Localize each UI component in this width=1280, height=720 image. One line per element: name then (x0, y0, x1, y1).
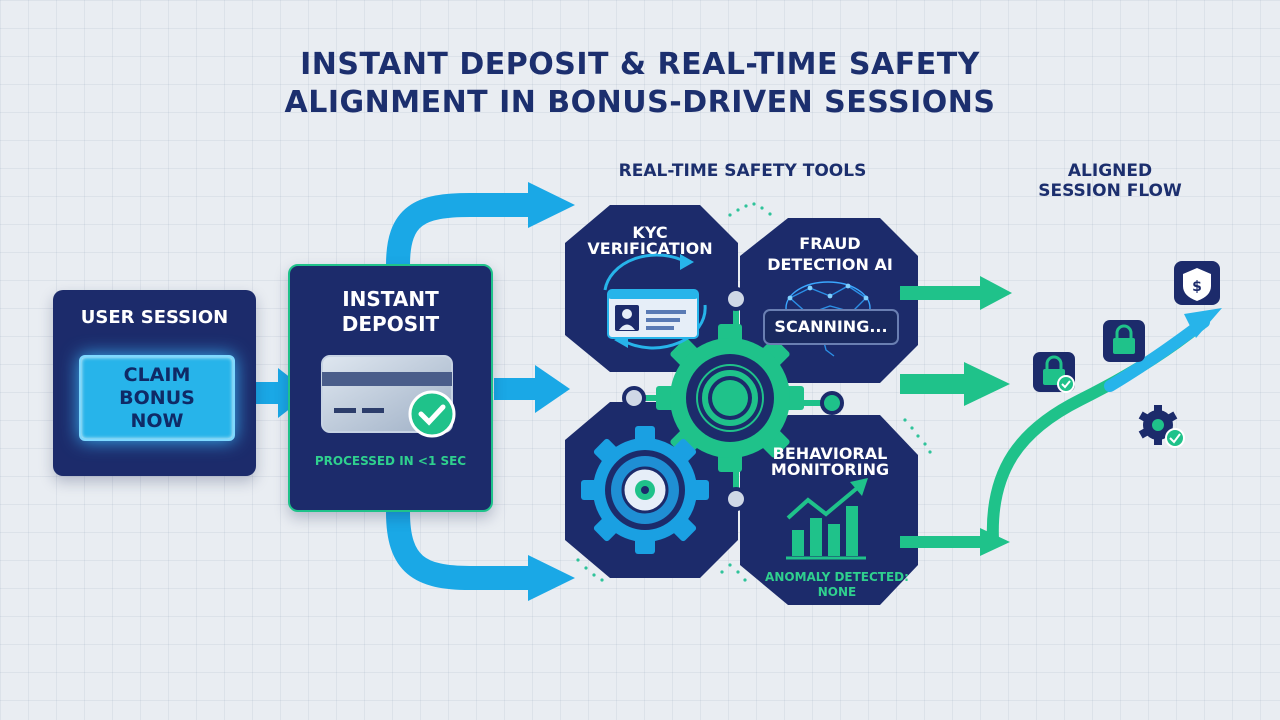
bar-chart-icon (786, 478, 868, 560)
user-session-title: USER SESSION (80, 307, 229, 328)
connector-nodes (622, 287, 844, 511)
checkmark-icon (408, 390, 456, 438)
instant-deposit-title-line1: INSTANT (342, 287, 439, 311)
id-card-icon (603, 253, 707, 350)
lock-icon (1103, 320, 1145, 362)
svg-text:$: $ (1192, 279, 1202, 295)
aligned-flow-heading-line2: SESSION FLOW (1038, 181, 1182, 201)
fraud-label-line1: FRAUD (799, 234, 861, 253)
arrow-bottom-curve (386, 511, 575, 601)
shield-dollar-icon: $ (1174, 261, 1220, 305)
green-arrow-middle (900, 362, 1010, 406)
safety-tools-heading: REAL-TIME SAFETY TOOLS (618, 161, 867, 181)
aligned-flow-heading-line1: ALIGNED (1067, 161, 1153, 181)
aligned-flow-curve (986, 308, 1222, 546)
page-title-line1: INSTANT DEPOSIT & REAL-TIME SAFETY (300, 47, 980, 82)
gear-check-icon (1138, 405, 1185, 448)
claim-bonus-button[interactable]: CLAIM BONUS NOW (79, 355, 235, 441)
fraud-scanning-status: SCANNING... (763, 309, 899, 345)
central-gear (656, 324, 804, 472)
page-title: INSTANT DEPOSIT & REAL-TIME SAFETY ALIGN… (0, 46, 1280, 122)
behavioral-label-line1: BEHAVIORAL (772, 444, 888, 463)
claim-bonus-label: CLAIM BONUS NOW (119, 363, 195, 432)
kyc-label-line1: KYC (632, 223, 668, 242)
gear-icon (581, 426, 709, 554)
page-title-line2: ALIGNMENT IN BONUS-DRIVEN SESSIONS (284, 85, 996, 120)
green-arrow-top (900, 276, 1012, 310)
dot-decorations (576, 202, 932, 582)
deposit-status: PROCESSED IN <1 SEC (314, 454, 467, 468)
behavioral-label-line2: MONITORING (770, 460, 890, 479)
instant-deposit-title-line2: DEPOSIT (341, 312, 440, 336)
lock-check-icon (1033, 352, 1075, 393)
fraud-label-line2: DETECTION AI (767, 255, 893, 274)
arrow-top-curve (386, 182, 575, 266)
arrow-middle (494, 365, 570, 413)
kyc-label-line2: VERIFICATION (587, 239, 713, 258)
card-icon (321, 355, 456, 438)
anomaly-status-line2: NONE (817, 585, 857, 599)
anomaly-status-line1: ANOMALY DETECTED: (765, 570, 909, 584)
anomaly-status: ANOMALY DETECTED: NONE (757, 570, 917, 600)
